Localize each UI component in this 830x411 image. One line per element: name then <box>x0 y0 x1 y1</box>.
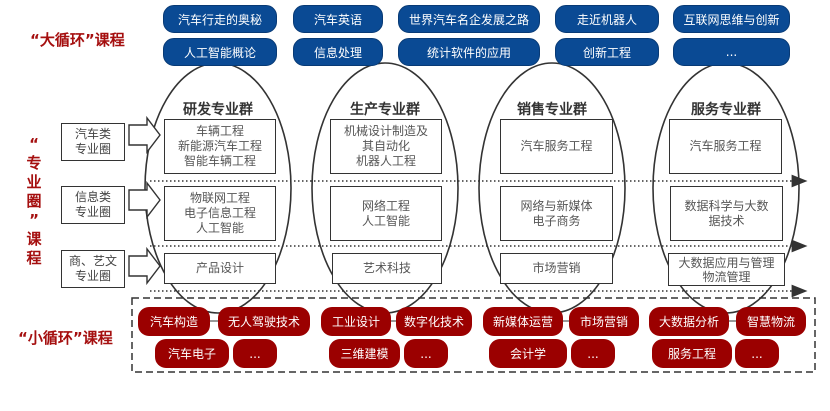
major-circle-line: 专业圈 <box>74 205 111 219</box>
small-cycle-label: “小循环”课程 <box>18 329 113 347</box>
major-name: 汽车服务工程 <box>689 139 762 153</box>
small-course-pill: 新媒体运营 <box>483 307 563 336</box>
big-course-pill: 汽车英语 <box>293 5 383 33</box>
block-arrow-2 <box>128 180 161 220</box>
block-arrow-1 <box>128 115 161 155</box>
major-circle-line: 专业圈 <box>74 142 111 156</box>
small-course-pill: 大数据分析 <box>649 307 729 336</box>
major-name: 电子商务 <box>532 213 581 228</box>
major-box: 市场营销 <box>500 253 613 284</box>
major-name: 网络工程 <box>361 198 410 213</box>
major-box: 汽车服务工程 <box>500 119 613 174</box>
major-circle-line: 信息类 <box>74 190 111 204</box>
major-name: 电子信息工程 <box>183 206 256 220</box>
major-circle-char: ” <box>29 211 39 229</box>
major-box: 数据科学与大数 据技术 <box>670 186 783 241</box>
major-name: 据技术 <box>708 213 745 228</box>
major-name: 机器人工程 <box>355 154 416 168</box>
major-box: 网络与新媒体 电子商务 <box>500 186 613 241</box>
major-name: 产品设计 <box>195 261 244 275</box>
small-course-pill: 无人驾驶技术 <box>218 307 310 336</box>
major-box: 产品设计 <box>164 253 276 284</box>
major-name: 智能车辆工程 <box>183 154 256 168</box>
small-course-pill: 数字化技术 <box>396 307 472 336</box>
major-name: 其自动化 <box>361 139 410 153</box>
major-name: 人工智能 <box>195 221 244 235</box>
major-name: 大数据应用与管理 <box>678 255 775 270</box>
big-course-pill: 统计软件的应用 <box>398 38 540 66</box>
major-circle-box-info: 信息类 专业圈 <box>61 186 125 224</box>
major-box: 网络工程 人工智能 <box>330 186 442 241</box>
small-course-pill: ... <box>233 339 277 368</box>
major-name: 物流管理 <box>702 269 751 284</box>
group-title-rd: 研发专业群 <box>183 102 253 118</box>
major-circle-line: 汽车类 <box>74 127 111 141</box>
major-circle-char: 课 <box>26 230 42 248</box>
major-circle-box-auto: 汽车类 专业圈 <box>61 123 125 161</box>
major-name: 车辆工程 <box>195 124 244 138</box>
small-course-pill: ... <box>404 339 448 368</box>
small-cycle-frame <box>131 297 816 373</box>
major-name: 机械设计制造及 <box>343 124 428 138</box>
major-name: 物联网工程 <box>189 191 250 205</box>
major-circle-char: 专 <box>26 154 42 172</box>
big-course-pill: 信息处理 <box>293 38 383 66</box>
major-circle-char: “ <box>29 135 39 153</box>
small-course-pill: 会计学 <box>489 339 567 368</box>
small-course-pill: 三维建模 <box>329 339 400 368</box>
group-title-production: 生产专业群 <box>350 102 420 118</box>
major-name: 人工智能 <box>361 213 410 228</box>
small-course-pill: ... <box>735 339 779 368</box>
big-course-pill: 汽车行走的奥秘 <box>163 5 277 33</box>
major-box: 汽车服务工程 <box>669 119 782 174</box>
group-title-service: 服务专业群 <box>691 102 761 118</box>
major-name: 市场营销 <box>532 261 581 275</box>
major-name: 数据科学与大数 <box>684 198 769 213</box>
big-course-pill: 走近机器人 <box>555 5 659 33</box>
major-name: 新能源汽车工程 <box>177 139 262 153</box>
small-course-pill: 汽车电子 <box>155 339 229 368</box>
major-name: 艺术科技 <box>362 261 411 275</box>
major-circle-line: 商、艺文 <box>68 254 117 268</box>
small-course-pill: 智慧物流 <box>736 307 806 336</box>
small-course-pill: 工业设计 <box>321 307 391 336</box>
big-course-pill: 创新工程 <box>555 38 659 66</box>
major-circle-char: 业 <box>26 173 42 191</box>
small-course-pill: 市场营销 <box>569 307 639 336</box>
major-name: 网络与新媒体 <box>520 198 593 213</box>
major-box: 大数据应用与管理 物流管理 <box>668 253 785 286</box>
block-arrow-3 <box>128 246 161 286</box>
small-course-pill: 汽车构造 <box>138 307 210 336</box>
big-cycle-label: “大循环”课程 <box>30 31 125 49</box>
big-course-pill: 世界汽车名企发展之路 <box>398 5 540 33</box>
major-box: 车辆工程 新能源汽车工程 智能车辆工程 <box>164 119 276 174</box>
small-course-pill: ... <box>571 339 615 368</box>
major-circle-line: 专业圈 <box>74 269 111 283</box>
big-course-pill: 人工智能概论 <box>163 38 277 66</box>
group-title-sales: 销售专业群 <box>517 102 587 118</box>
small-course-pill: 服务工程 <box>652 339 732 368</box>
big-course-pill: ... <box>673 38 790 66</box>
major-circle-char: 圈 <box>26 192 42 210</box>
major-circle-box-business-art: 商、艺文 专业圈 <box>61 250 125 288</box>
big-course-pill: 互联网思维与创新 <box>673 5 790 33</box>
major-circle-label: “ 专 业 圈 ” 课 程 <box>24 135 44 268</box>
major-box: 物联网工程 电子信息工程 人工智能 <box>164 186 276 241</box>
major-name: 汽车服务工程 <box>520 139 593 153</box>
major-circle-char: 程 <box>26 249 42 267</box>
major-box: 机械设计制造及 其自动化 机器人工程 <box>330 119 442 174</box>
major-box: 艺术科技 <box>332 253 442 284</box>
